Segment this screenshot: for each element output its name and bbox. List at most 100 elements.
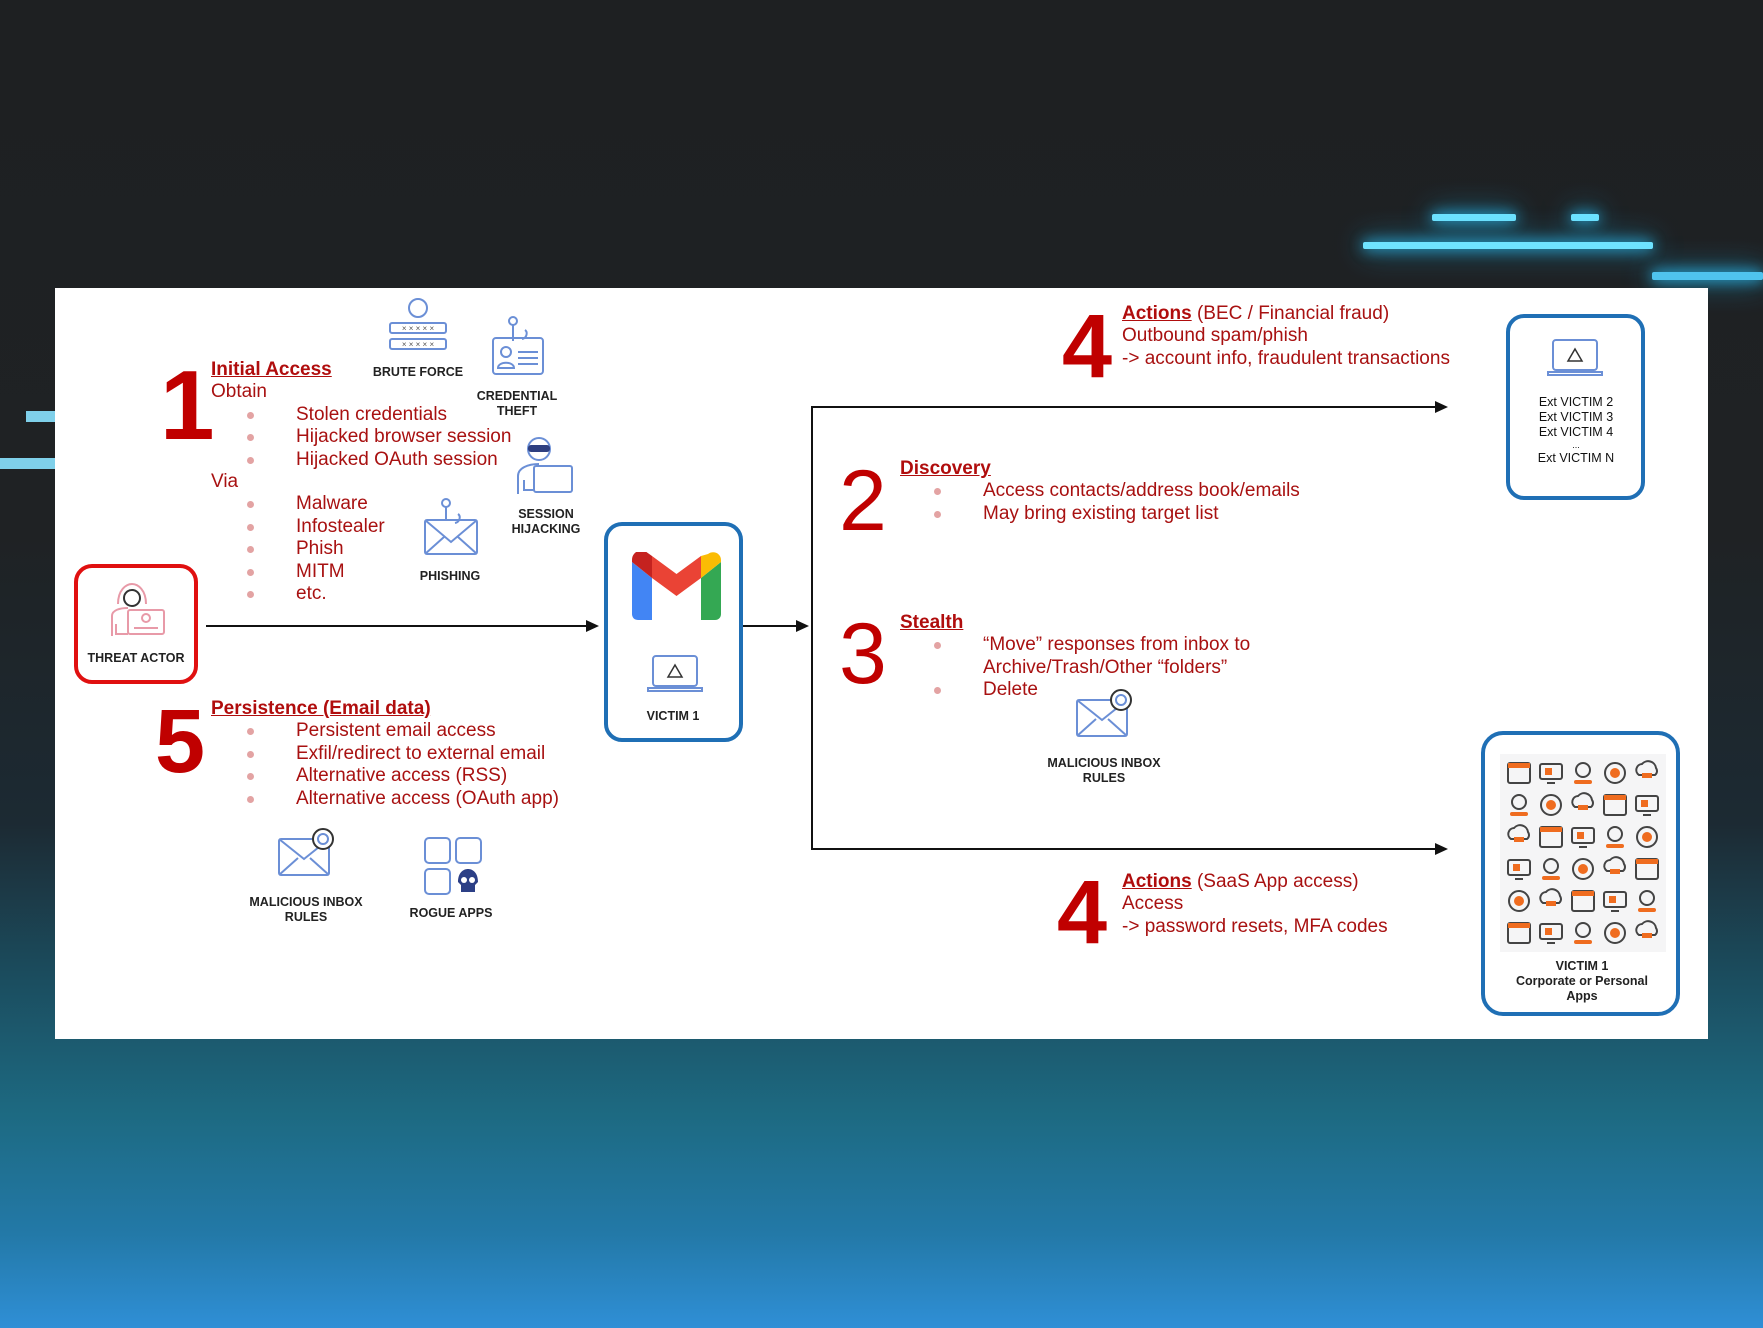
- app-icon: [1510, 794, 1528, 816]
- bullet: [247, 773, 254, 781]
- list-item: etc.: [211, 583, 332, 605]
- step2-block: Discovery Access contacts/address book/e…: [900, 458, 1300, 525]
- laptop-warning-icon: [1547, 339, 1603, 376]
- app-icon: [1635, 760, 1658, 778]
- via-label: Via: [211, 470, 239, 492]
- app-icon: [1603, 891, 1627, 912]
- step4-saas-block: Actions (SaaS App access) Access -> pass…: [1122, 871, 1388, 937]
- ext-victims-box: [1506, 314, 1645, 500]
- bullet: [247, 411, 254, 419]
- app-icon: [1539, 763, 1563, 784]
- arrow-to-ext-victims: [811, 406, 1441, 408]
- step-number-5: 5: [155, 692, 205, 792]
- app-icon: [1635, 858, 1659, 880]
- brute-force-label: BRUTE FORCE: [372, 365, 464, 379]
- malicious-inbox-rules-icon: [1076, 689, 1132, 737]
- list-item: MITM: [211, 561, 345, 583]
- app-icon: [1636, 826, 1658, 848]
- phishing-icon: [424, 498, 478, 555]
- list-item: Persistent email access: [211, 720, 496, 742]
- credential-theft-icon: [492, 316, 544, 375]
- app-icon: [1571, 827, 1595, 848]
- threat-actor-icon: [111, 582, 165, 636]
- victim-apps-label: VICTIM 1 Corporate or Personal Apps: [1516, 959, 1648, 1003]
- app-icon: [1572, 858, 1594, 880]
- step5-heading: Persistence (Email data): [211, 698, 431, 719]
- list-item: Infostealer: [211, 516, 385, 538]
- app-icon: [1539, 923, 1563, 944]
- bullet: [247, 590, 254, 598]
- malicious-inbox-rules-icon: [278, 828, 334, 876]
- bullet: [247, 568, 254, 576]
- app-icon: [1574, 762, 1592, 784]
- laptop-warning-icon: [647, 655, 703, 692]
- decor-bar: [26, 411, 55, 422]
- list-item: “Move” responses from inbox to: [900, 634, 1250, 656]
- step3-heading: Stealth: [900, 612, 964, 633]
- list-item: Hijacked OAuth session: [211, 449, 498, 471]
- app-icon: [1542, 858, 1560, 880]
- app-icon: [1635, 795, 1659, 816]
- bullet: [247, 501, 254, 509]
- phishing-label: PHISHING: [419, 569, 481, 583]
- step-number-2: 2: [839, 453, 887, 549]
- app-icon: [1539, 888, 1562, 906]
- app-icon: [1507, 824, 1530, 842]
- svg-text:× × × × ×: × × × × ×: [402, 324, 435, 333]
- list-item: Stolen credentials: [211, 404, 447, 426]
- arrow-victim-to-branches: [743, 625, 803, 627]
- app-icon: [1507, 922, 1531, 944]
- step5-block: Persistence (Email data) Persistent emai…: [211, 698, 559, 810]
- list-item: Alternative access (RSS): [211, 765, 507, 787]
- bullet: [934, 510, 941, 518]
- app-icon: [1507, 762, 1531, 784]
- threat-actor-label: THREAT ACTOR: [87, 651, 185, 665]
- gmail-logo-icon: [632, 552, 721, 620]
- decor-glow: [1571, 214, 1599, 221]
- list-item: May bring existing target list: [900, 503, 1219, 525]
- step-number-3: 3: [839, 606, 887, 702]
- list-item: Malware: [211, 493, 368, 515]
- app-icon: [1539, 826, 1563, 848]
- arrowhead: [1435, 843, 1448, 855]
- app-icon: [1604, 922, 1626, 944]
- rogue-apps-label: ROGUE APPS: [409, 906, 493, 920]
- victim1-box: [604, 522, 743, 742]
- list-item: Delete: [900, 679, 1038, 701]
- app-icon: [1606, 826, 1624, 848]
- bullet: [934, 488, 941, 496]
- victim1-label: VICTIM 1: [646, 709, 700, 723]
- app-icon: [1635, 920, 1658, 938]
- diagram-panel: [55, 288, 1708, 1039]
- list-item: Alternative access (OAuth app): [211, 788, 559, 810]
- app-icon: [1507, 859, 1531, 880]
- step1-block: Initial Access Obtain Stolen credentials…: [211, 359, 511, 605]
- step2-heading: Discovery: [900, 458, 991, 479]
- bullet: [247, 546, 254, 554]
- bullet: [934, 642, 941, 650]
- decor-glow: [1432, 214, 1516, 221]
- list-item: Hijacked browser session: [211, 426, 511, 448]
- session-hijacking-icon: [517, 437, 573, 494]
- bullet: [247, 456, 254, 464]
- app-icon: [1604, 762, 1626, 784]
- app-icon: [1603, 856, 1626, 874]
- app-icon: [1508, 890, 1530, 912]
- bullet: [247, 523, 254, 531]
- list-item: Phish: [211, 538, 344, 560]
- step4-heading: Actions: [1122, 871, 1192, 892]
- app-icon: [1603, 794, 1627, 816]
- apps-icon-grid: [1500, 754, 1666, 952]
- app-icon: [1571, 792, 1594, 810]
- list-item: Access contacts/address book/emails: [900, 480, 1300, 502]
- step-number-1: 1: [160, 350, 214, 460]
- victim-apps-box: [1481, 731, 1680, 1016]
- bullet: [247, 795, 254, 803]
- app-icon: [1571, 890, 1595, 912]
- bullet: [934, 687, 941, 695]
- app-icon: [1638, 890, 1656, 912]
